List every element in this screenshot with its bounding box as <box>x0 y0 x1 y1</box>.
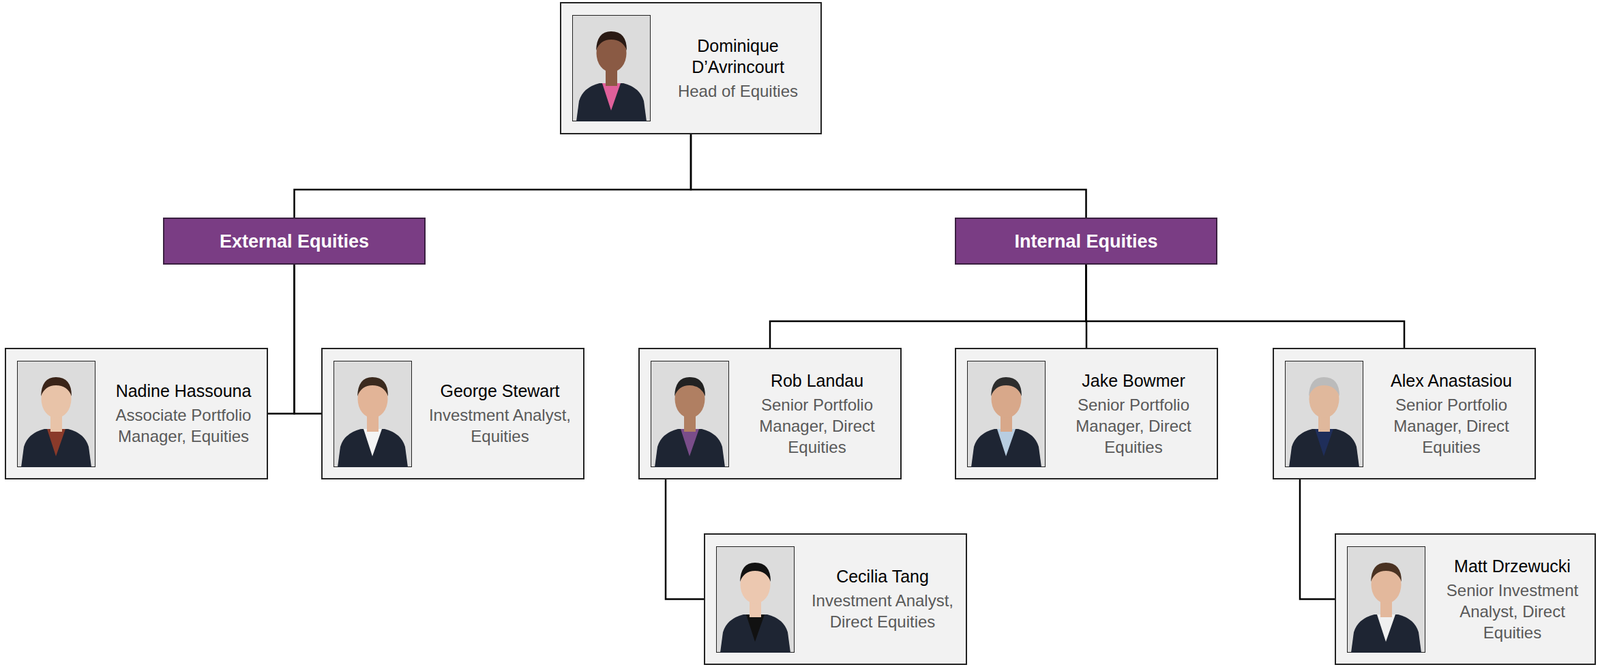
reporting-line <box>1086 264 1405 348</box>
person-card: George StewartInvestment Analyst, Equiti… <box>321 347 585 480</box>
card-text: Matt DrzewuckiSenior Investment Analyst,… <box>1435 555 1590 644</box>
card-text: Rob LandauSenior Portfolio Manager, Dire… <box>739 370 895 458</box>
person-card: Dominique D’AvrincourtHead of Equities <box>559 2 822 135</box>
person-name: Matt Drzewucki <box>1435 555 1590 577</box>
person-card: Jake BowmerSenior Portfolio Manager, Dir… <box>954 347 1219 480</box>
card-text: George StewartInvestment Analyst, Equiti… <box>422 380 578 447</box>
portrait-photo <box>572 15 651 122</box>
person-card: Nadine HassounaAssociate Portfolio Manag… <box>4 347 269 480</box>
person-name: Jake Bowmer <box>1055 370 1212 392</box>
portrait-photo <box>650 360 730 468</box>
portrait-photo <box>1346 546 1426 653</box>
person-name: Rob Landau <box>739 370 895 392</box>
person-name: Nadine Hassouna <box>105 380 262 402</box>
job-title: Associate Portfolio Manager, Equities <box>105 404 262 447</box>
reporting-line <box>294 264 322 414</box>
job-title: Investment Analyst, Direct Equities <box>804 589 961 633</box>
reporting-line <box>268 264 295 414</box>
person-name: Cecilia Tang <box>804 566 961 588</box>
reporting-line <box>1299 479 1335 600</box>
portrait-photo <box>967 360 1046 468</box>
job-title: Senior Portfolio Manager, Direct Equitie… <box>1055 394 1212 458</box>
person-name: Dominique D’Avrincourt <box>660 35 816 78</box>
portrait-photo <box>716 546 795 653</box>
person-name: George Stewart <box>422 380 578 402</box>
card-text: Cecilia TangInvestment Analyst, Direct E… <box>804 566 961 633</box>
reporting-line <box>665 479 704 600</box>
job-title: Head of Equities <box>660 80 816 102</box>
card-text: Jake BowmerSenior Portfolio Manager, Dir… <box>1055 370 1212 458</box>
card-text: Alex AnastasiouSenior Portfolio Manager,… <box>1373 370 1530 458</box>
team-name: Internal Equities <box>1014 230 1158 253</box>
person-name: Alex Anastasiou <box>1373 370 1530 392</box>
reporting-line <box>294 134 692 218</box>
person-card: Alex AnastasiouSenior Portfolio Manager,… <box>1272 347 1536 480</box>
job-title: Senior Portfolio Manager, Direct Equitie… <box>739 394 895 458</box>
reporting-line <box>690 134 1087 218</box>
job-title: Investment Analyst, Equities <box>422 404 578 447</box>
card-text: Dominique D’AvrincourtHead of Equities <box>660 35 816 102</box>
card-text: Nadine HassounaAssociate Portfolio Manag… <box>105 380 262 447</box>
job-title: Senior Investment Analyst, Direct Equiti… <box>1435 579 1590 644</box>
job-title: Senior Portfolio Manager, Direct Equitie… <box>1373 394 1530 458</box>
portrait-photo <box>1284 360 1364 468</box>
portrait-photo <box>17 360 96 468</box>
person-card: Matt DrzewuckiSenior Investment Analyst,… <box>1334 533 1596 665</box>
reporting-line <box>769 264 1087 348</box>
person-card: Rob LandauSenior Portfolio Manager, Dire… <box>638 347 902 480</box>
team-name: External Equities <box>219 230 369 253</box>
team-band: External Equities <box>163 217 426 265</box>
portrait-photo <box>333 360 412 468</box>
person-card: Cecilia TangInvestment Analyst, Direct E… <box>703 533 968 665</box>
team-band: Internal Equities <box>954 217 1218 265</box>
